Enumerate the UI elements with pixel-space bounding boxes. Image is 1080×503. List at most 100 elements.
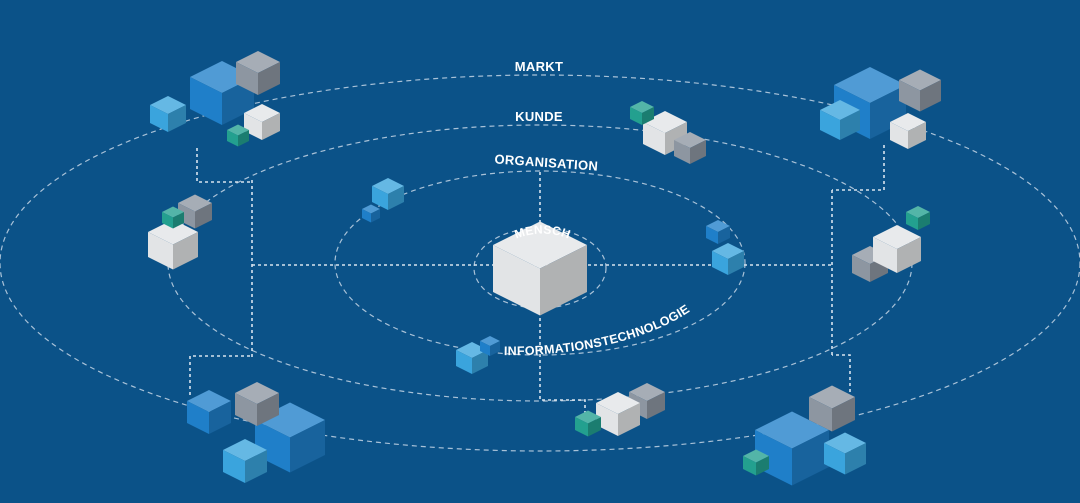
cube-right-face xyxy=(792,430,829,486)
cube-icon xyxy=(236,51,280,95)
cube-right-face xyxy=(918,212,930,230)
cube-right-face xyxy=(371,209,380,223)
cube-right-face xyxy=(472,350,488,374)
cube-left-face xyxy=(190,77,222,125)
cube-left-face xyxy=(148,232,173,270)
cube-icon xyxy=(809,385,855,432)
cluster-right xyxy=(852,206,930,282)
cluster-bottom-center xyxy=(575,383,665,437)
cube-clusters xyxy=(148,51,941,486)
cube-right-face xyxy=(832,397,855,432)
ring-organisation xyxy=(334,170,746,356)
cube-icon xyxy=(820,100,860,140)
cube-right-face xyxy=(618,403,640,436)
cube-right-face xyxy=(690,140,706,164)
cube-left-face xyxy=(630,107,642,125)
cluster-org-bottom xyxy=(456,336,500,374)
connector-top-right xyxy=(832,145,885,191)
cube-left-face xyxy=(755,430,792,486)
cube-left-face xyxy=(890,122,908,149)
label-organisation: ORGANISATION xyxy=(494,151,599,173)
cube-right-face xyxy=(238,130,249,147)
cluster-left xyxy=(148,194,212,270)
cube-left-face xyxy=(372,186,388,210)
cube-left-face xyxy=(873,237,897,273)
cube-left-face xyxy=(824,443,845,475)
cube-right-face xyxy=(173,212,184,229)
cube-left-face xyxy=(150,105,168,132)
cube-left-face xyxy=(820,110,840,140)
label-markt: MARKT xyxy=(515,59,563,74)
connector-bottom-right xyxy=(832,354,851,392)
cube-icon xyxy=(712,243,744,275)
cube-icon xyxy=(906,206,930,230)
connector-bottom-left xyxy=(189,355,252,395)
cube-right-face xyxy=(845,443,866,475)
cube-left-face xyxy=(187,401,209,434)
cube-right-face xyxy=(290,420,325,473)
cube-right-face xyxy=(756,456,769,476)
cube-right-face xyxy=(718,226,730,244)
cluster-org-top xyxy=(362,178,404,223)
connector-top-left xyxy=(196,148,252,183)
cube-left-face xyxy=(235,393,257,426)
cube-icon xyxy=(235,382,279,426)
cube-icon xyxy=(493,221,587,316)
cube-right-face xyxy=(920,80,941,112)
cube-right-face xyxy=(245,450,267,483)
cube-icon xyxy=(890,113,926,149)
label-mensch: MENSCH xyxy=(513,222,573,241)
label-mensch-text: MENSCH xyxy=(513,222,572,241)
cube-icon xyxy=(575,410,601,437)
cube-left-face xyxy=(674,140,690,164)
cube-left-face xyxy=(162,212,173,229)
cube-icon xyxy=(674,132,706,164)
cube-right-face xyxy=(728,251,744,275)
cube-icon xyxy=(629,383,665,419)
cube-right-face xyxy=(195,203,212,229)
cube-left-face xyxy=(643,122,665,155)
cube-icon xyxy=(824,432,866,475)
cube-left-face xyxy=(236,62,258,95)
cube-left-face xyxy=(852,255,870,282)
cube-icon xyxy=(899,69,941,112)
cube-left-face xyxy=(456,350,472,374)
cube-icon xyxy=(873,225,921,273)
cube-icon xyxy=(755,411,829,486)
cluster-top-right xyxy=(820,67,941,149)
cube-icon xyxy=(596,392,640,436)
cube-left-face xyxy=(223,450,245,483)
cube-icon xyxy=(150,96,186,132)
cube-icon xyxy=(187,390,231,434)
cube-right-face xyxy=(257,393,279,426)
cube-right-face xyxy=(490,341,500,356)
cube-right-face xyxy=(258,62,280,95)
cube-left-face xyxy=(743,456,756,476)
cube-left-face xyxy=(227,130,238,147)
connector-bottom-center xyxy=(539,318,586,415)
cube-icon xyxy=(223,439,267,483)
cube-icon xyxy=(706,220,730,244)
cube-left-face xyxy=(362,209,371,223)
cube-right-face xyxy=(173,232,198,270)
cube-left-face xyxy=(493,245,540,316)
cube-right-face xyxy=(642,107,654,125)
cube-right-face xyxy=(647,392,665,419)
cube-icon xyxy=(148,219,198,270)
cluster-bottom-right xyxy=(743,385,866,486)
cube-left-face xyxy=(480,341,490,356)
cube-right-face xyxy=(908,122,926,149)
cube-right-face xyxy=(168,105,186,132)
cube-left-face xyxy=(706,226,718,244)
cube-left-face xyxy=(906,212,918,230)
cube-icon xyxy=(480,336,500,356)
ring-markt xyxy=(0,74,1080,452)
cluster-bottom-left xyxy=(187,382,325,483)
cube-icon xyxy=(743,449,769,476)
cube-icon xyxy=(630,101,654,125)
cube-icon xyxy=(227,124,249,147)
cube-right-face xyxy=(840,110,860,140)
cluster-top-left xyxy=(150,51,280,147)
cube-right-face xyxy=(388,186,404,210)
